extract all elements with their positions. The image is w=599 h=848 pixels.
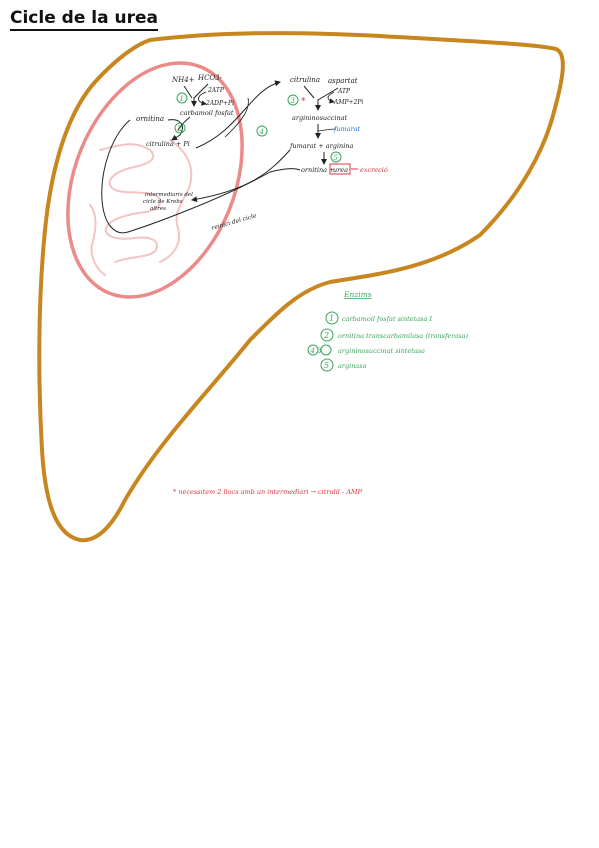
- label-citrulina-pi: citrulina + Pi: [146, 140, 190, 148]
- legend-2-num: 2: [323, 331, 329, 340]
- legend-3-num: 4 3: [310, 347, 323, 355]
- arrow-atp-adp-side: [198, 91, 207, 106]
- label-atp: ATP: [337, 88, 351, 95]
- label-excrecio: excreció: [360, 166, 388, 174]
- enzyme-step-1-circle: [176, 92, 188, 104]
- mitochondrion-cristae: [89, 139, 193, 276]
- label-ornitina-plus: ornitina +: [301, 166, 335, 174]
- label-intermediaris-3: altres: [150, 206, 166, 212]
- page-title: Cicle de la urea: [10, 8, 158, 31]
- label-argininosuccinat: argininosuccinat: [292, 114, 348, 122]
- arrow-to-argininosuccinat: [303, 85, 339, 110]
- asterisk-marker: *: [301, 97, 306, 107]
- label-intermediaris-1: intermediaris del: [145, 192, 193, 198]
- legend-4-text: arginasa: [338, 362, 367, 370]
- legend-4-num: 5: [324, 361, 329, 370]
- legend-4-circle: [320, 358, 334, 372]
- enzyme-step-5-circle: [330, 151, 342, 163]
- legend-2-circle: [320, 328, 334, 342]
- arrow-cicle-reinici: [224, 97, 249, 138]
- legend-3-text: argininosuccinat sintetasa: [338, 347, 425, 355]
- label-fumarat-note: fumarat: [333, 125, 361, 133]
- legend-3b-circle: [320, 344, 332, 356]
- arrow-fumarat-to-krebs: [191, 149, 291, 203]
- legend-1-text: carbamoil fosfat sintetasa I: [342, 315, 432, 323]
- label-2adp-pi: 2ADP+Pi: [205, 100, 234, 107]
- urea-box: [329, 163, 351, 175]
- arrow-ornitina-to-citrulina: [167, 119, 183, 141]
- legend-1-circle: [325, 311, 339, 325]
- label-carbamoil-fosfat: carbamoil fosfat: [180, 109, 234, 117]
- enzyme-step-2: 2: [177, 125, 183, 133]
- liver-outline: [37, 31, 565, 543]
- enzyme-step-3-circle: [287, 94, 299, 106]
- footnote: * necessitem 2 llocs amb un intermediari…: [173, 488, 363, 496]
- arrow-ornitina-return-loop: [101, 119, 301, 234]
- label-nh4: NH4+: [171, 76, 195, 84]
- enzyme-step-2-circle: [174, 122, 186, 134]
- label-reinici-cicle: reinici del cicle: [211, 212, 258, 232]
- label-ornitina-mito: ornitina: [136, 115, 164, 123]
- label-2atp: 2ATP: [207, 87, 225, 94]
- arrow-atp-amp-side: [327, 91, 335, 104]
- arrow-citrulina-to-cytosol: [195, 80, 281, 149]
- enzyme-step-4-circle: [256, 125, 268, 137]
- label-hco3: HCO3-: [197, 74, 223, 82]
- legend-heading: Enzims: [343, 290, 372, 299]
- mitochondrion: [66, 61, 244, 299]
- enzyme-step-3: 3: [291, 97, 296, 105]
- enzyme-step-5: 5: [334, 154, 339, 162]
- enzyme-step-4: 4: [259, 128, 264, 136]
- label-aspartat: aspartat: [328, 77, 358, 85]
- legend-1-num: 1: [329, 314, 334, 323]
- label-intermediaris-2: cicle de Krebs: [143, 199, 183, 205]
- label-fumarat-arginina: fumarat + arginina: [289, 142, 353, 150]
- legend-2-text: ornitina transcarbamilasa (transferasa): [338, 332, 468, 340]
- arrow-fumarat-side: [317, 128, 337, 132]
- label-amp-2pi: AMP+2Pi: [333, 99, 363, 106]
- label-citrulina-cyto: citrulina: [290, 76, 320, 84]
- legend-3a-circle: [307, 344, 319, 356]
- arrow-nh4-hco3-to-carbamoil: [183, 83, 209, 106]
- label-urea: urea: [333, 166, 348, 174]
- enzyme-step-1: 1: [180, 95, 184, 103]
